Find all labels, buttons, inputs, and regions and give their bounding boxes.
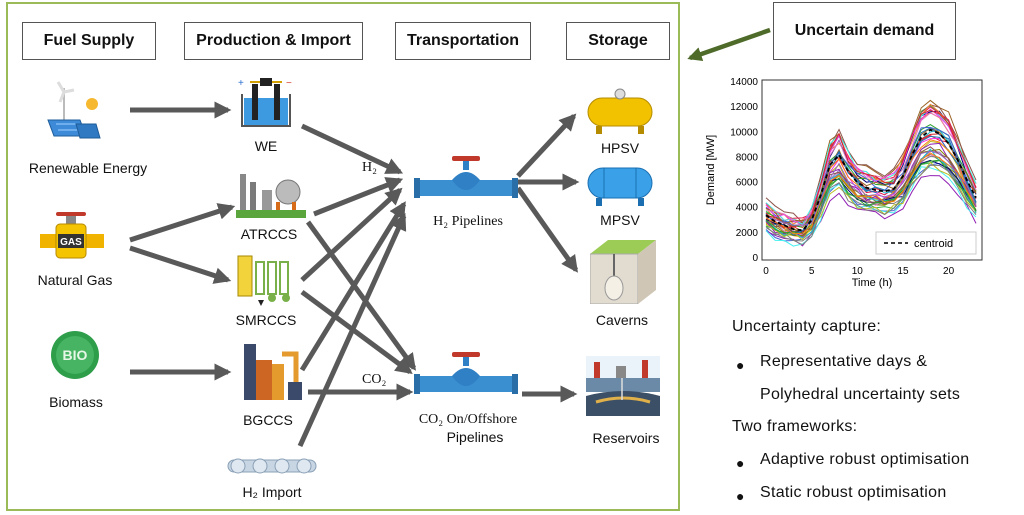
reservoirs-label: Reservoirs — [592, 430, 660, 446]
h2-import-label: H₂ Import — [242, 484, 302, 500]
chart-xtick-label: 10 — [852, 266, 864, 277]
chart-centroid-line — [765, 128, 977, 232]
h2-import-icon — [227, 458, 317, 474]
chart-demand-series — [765, 99, 977, 224]
svg-text:−: − — [286, 78, 292, 89]
chart-xtick-label: 20 — [943, 266, 955, 277]
mpsv-tank-icon — [587, 167, 653, 206]
h2-pipeline-icon — [414, 156, 518, 198]
chart-ylabel: Demand [MW] — [705, 135, 717, 205]
bullet-dot-2: ● — [736, 455, 745, 471]
co2-pipelines-label-line2: Pipelines — [446, 429, 504, 445]
renewable-energy-label: Renewable Energy — [28, 160, 148, 176]
header-fuel-supply: Fuel Supply — [22, 22, 156, 60]
chart-ytick-label: 2000 — [736, 228, 759, 239]
chart-ytick-label: 10000 — [730, 127, 758, 138]
chart-demand-series — [765, 152, 977, 235]
bgccs-plant-icon — [244, 344, 302, 400]
smrccs-plant-icon — [237, 255, 290, 306]
chart-xtick-label: 5 — [809, 266, 815, 277]
atrccs-label: ATRCCS — [240, 226, 298, 242]
arrow-h2-caverns — [515, 186, 579, 273]
caverns-icon — [590, 240, 656, 304]
hpsv-tank-icon — [587, 88, 653, 134]
chart-demand-series — [765, 164, 977, 246]
arrow-h2-hpsv — [516, 113, 577, 178]
chart-ytick-label: 12000 — [730, 102, 758, 113]
chart-ytick-label: 4000 — [736, 203, 759, 214]
chart-ytick-label: 8000 — [736, 152, 759, 163]
biomass-icon: BIO — [51, 331, 99, 379]
mpsv-label: MPSV — [600, 212, 640, 228]
chart-demand-series — [765, 175, 977, 247]
arrow-atrccs-h2 — [313, 177, 404, 217]
arrow-atrccs-co2 — [305, 220, 417, 371]
bullet-dot-3: ● — [736, 488, 745, 504]
chart-ytick-label: 6000 — [736, 178, 759, 189]
chart-ytick-label: 0 — [752, 253, 758, 264]
co2-pipeline-icon — [414, 352, 518, 394]
atrccs-plant-icon — [236, 174, 306, 218]
chart-demand-series — [765, 161, 977, 241]
chart-demand-series — [765, 127, 977, 225]
chart-legend: centroid — [875, 231, 977, 255]
caverns-label: Caverns — [595, 312, 649, 328]
capture-title: Uncertainty capture: — [732, 318, 882, 335]
arrow-smrccs-h2 — [300, 187, 403, 282]
renewable-energy-icon — [47, 81, 101, 139]
hpsv-label: HPSV — [600, 140, 640, 156]
capture-item-2: Polyhedral uncertainty sets — [760, 386, 961, 403]
bio-tag: BIO — [63, 347, 88, 363]
framework-2: Static robust optimisation — [760, 484, 947, 501]
arrow-gas-smrccs — [129, 245, 232, 284]
h2-pipelines-label: H₂ Pipelines — [433, 214, 503, 229]
natural-gas-label: Natural Gas — [37, 272, 113, 288]
capture-item-1: Representative days & — [760, 353, 928, 370]
chart-demand-series — [765, 150, 977, 226]
we-label: WE — [254, 138, 278, 154]
arrow-smrccs-co2 — [300, 289, 413, 375]
water-electrolysis-icon: +− — [238, 78, 292, 127]
co2-flow-tag: CO₂ — [362, 372, 387, 387]
bgccs-label: BGCCS — [243, 412, 293, 428]
smrccs-label: SMRCCS — [235, 312, 297, 328]
chart-xlabel: Time (h) — [852, 277, 893, 289]
chart-demand-series — [765, 149, 977, 237]
chart-xtick-label: 15 — [897, 266, 909, 277]
chart-xtick-label: 0 — [763, 266, 769, 277]
demand-chart: 0 5 10 15 20 0 2000 4000 6000 8000 10000 12000 14000… — [705, 77, 983, 289]
gas-tag: GAS — [60, 237, 82, 248]
arrow-gas-atrccs — [129, 203, 236, 243]
natural-gas-icon: GAS — [40, 212, 104, 259]
header-production-import: Production & Import — [184, 22, 363, 60]
framework-1: Adaptive robust optimisation — [760, 451, 970, 468]
diagram-frame — [6, 2, 680, 511]
h2-flow-tag: H₂ — [362, 160, 377, 175]
chart-ytick-label: 14000 — [730, 77, 758, 88]
reservoirs-icon — [586, 356, 660, 416]
co2-pipelines-label-line1: CO₂ On/Offshore — [418, 412, 518, 427]
svg-text:+: + — [238, 78, 244, 89]
header-storage: Storage — [566, 22, 670, 60]
bullet-dot-1: ● — [736, 357, 745, 373]
frameworks-title: Two frameworks: — [732, 418, 858, 435]
arrow-we-h2 — [300, 123, 404, 175]
arrow-uncertain-demand — [687, 27, 771, 61]
uncertain-demand-box: Uncertain demand — [773, 2, 956, 60]
biomass-label: Biomass — [49, 394, 103, 410]
header-transportation: Transportation — [395, 22, 531, 60]
chart-legend-label: centroid — [914, 238, 953, 250]
